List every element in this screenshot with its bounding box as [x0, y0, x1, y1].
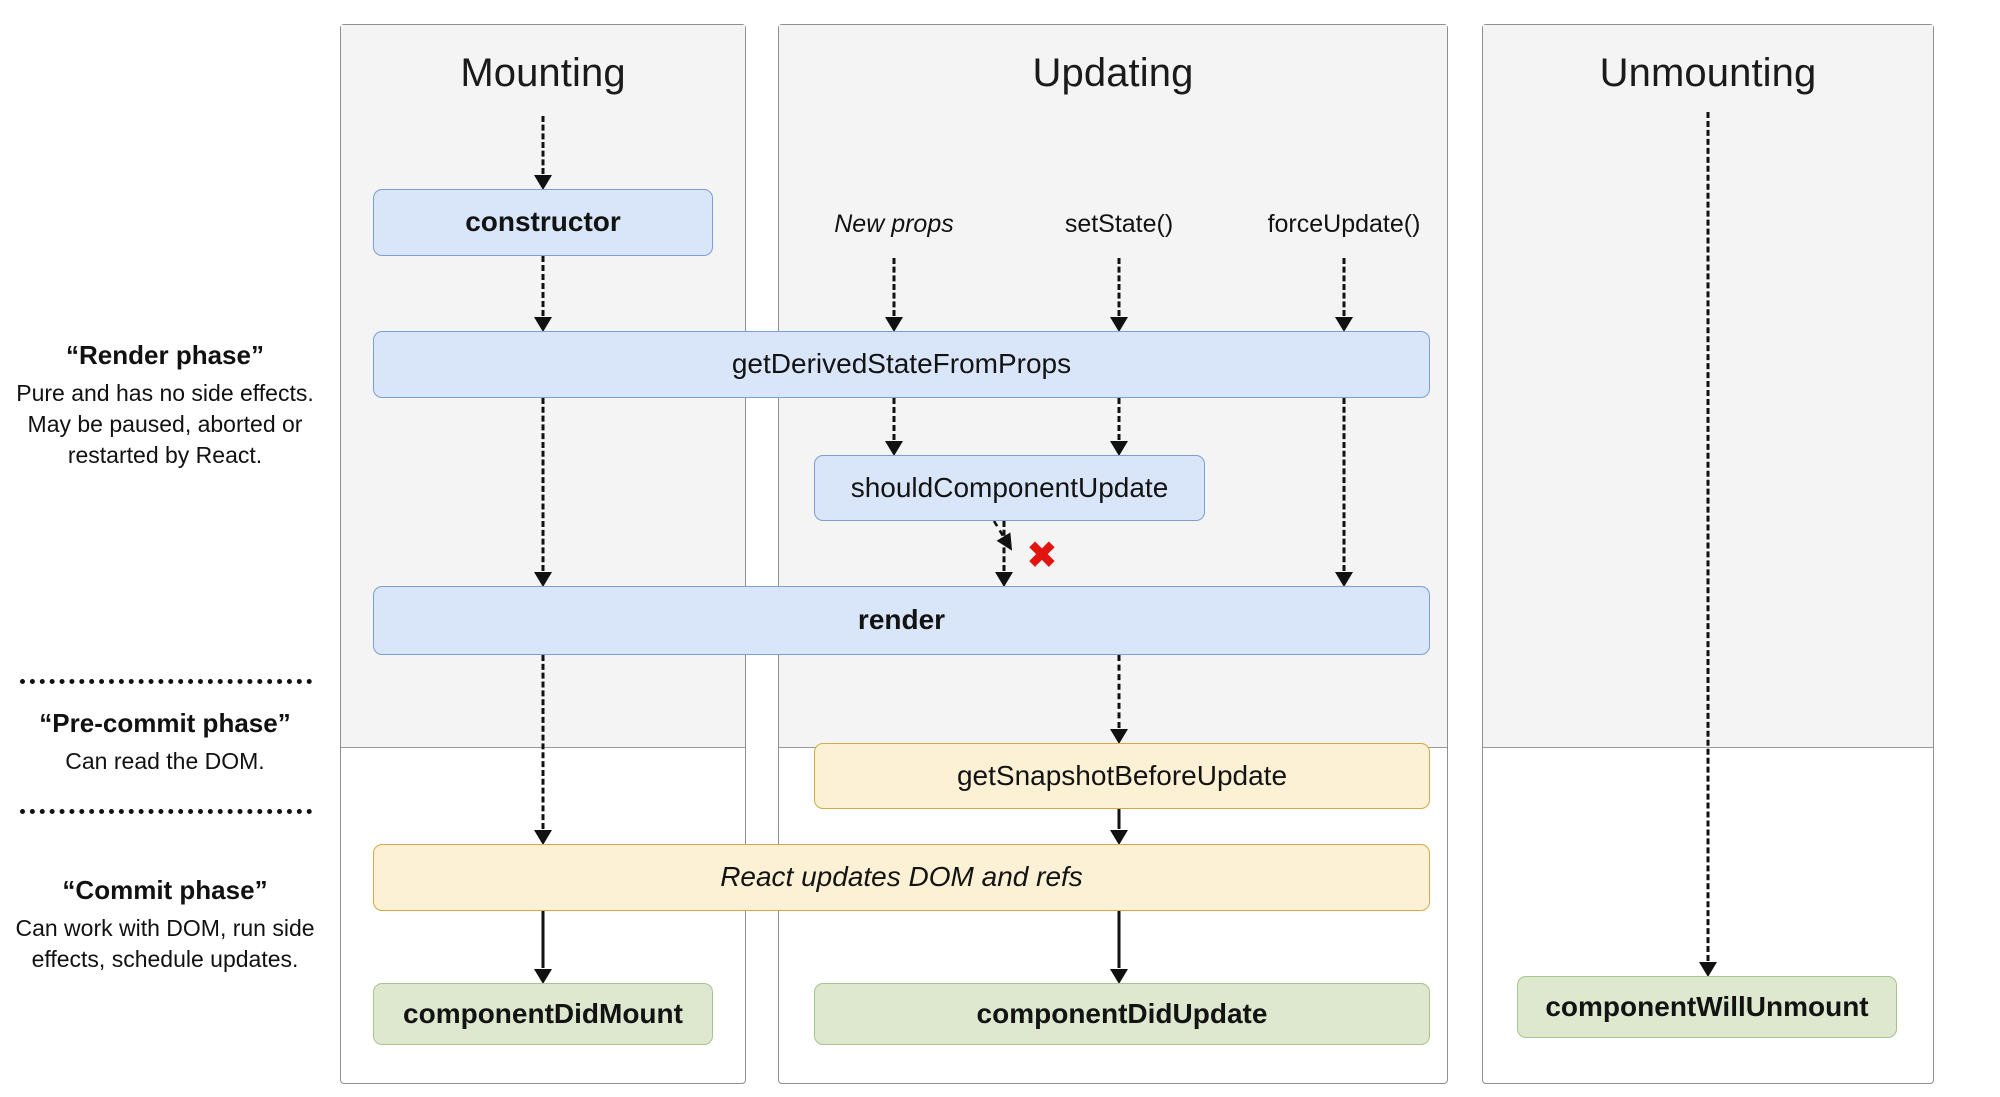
node-render[interactable]: render [373, 586, 1430, 655]
arrow-unmounting-start-to-component-will-unmount [1698, 112, 1718, 977]
arrow-get-derived-state-to-should-update-state [1109, 398, 1129, 456]
node-component-did-mount-label: componentDidMount [403, 997, 683, 1029]
arrow-mounting-start-to-constructor [533, 116, 553, 190]
trigger-new-props: New props [834, 210, 954, 238]
arrow-react-updates-to-component-did-mount [533, 911, 553, 984]
phase-render-title: “Render phase” [66, 340, 264, 370]
arrow-should-update-bail-out [992, 520, 1013, 551]
arrow-react-updates-to-component-did-update [1109, 911, 1129, 984]
node-constructor[interactable]: constructor [373, 189, 713, 256]
arrow-constructor-to-get-derived-state [533, 256, 553, 332]
arrow-force-update-to-get-derived-state [1334, 258, 1354, 332]
arrow-set-state-to-get-derived-state [1109, 258, 1129, 332]
arrow-render-to-get-snapshot [1109, 655, 1129, 744]
node-render-label: render [857, 604, 946, 636]
phase-render-description: Pure and has no side effects. May be pau… [16, 380, 314, 468]
arrow-force-update-bypass-to-render [1334, 398, 1354, 587]
trigger-force-update: forceUpdate() [1267, 210, 1421, 238]
column-updating-title: Updating [1032, 51, 1194, 95]
node-react-updates-dom-and-refs-label: React updates DOM and refs [720, 861, 1083, 893]
node-constructor-label: constructor [465, 206, 621, 238]
column-unmounting-title: Unmounting [1599, 51, 1817, 95]
trigger-set-state: setState() [1064, 210, 1174, 238]
phase-render: “Render phase” Pure and has no side effe… [10, 340, 320, 470]
phase-commit-title: “Commit phase” [62, 875, 268, 905]
phase-pre-commit-description: Can read the DOM. [65, 748, 265, 774]
phase-pre-commit: “Pre-commit phase” Can read the DOM. [10, 708, 320, 777]
node-get-snapshot-before-update[interactable]: getSnapshotBeforeUpdate [814, 743, 1430, 809]
node-component-will-unmount-label: componentWillUnmount [1545, 990, 1869, 1022]
phase-pre-commit-title: “Pre-commit phase” [39, 708, 291, 738]
node-should-component-update[interactable]: shouldComponentUpdate [814, 455, 1205, 521]
arrow-get-derived-state-to-render-mounting [533, 398, 553, 587]
node-component-did-update[interactable]: componentDidUpdate [814, 983, 1430, 1045]
node-get-derived-state-from-props-label: getDerivedStateFromProps [731, 348, 1072, 380]
arrow-new-props-to-get-derived-state [884, 258, 904, 332]
arrow-get-derived-state-to-should-update-props [884, 398, 904, 456]
bail-out-x-icon: ✖ [1026, 533, 1058, 577]
node-react-updates-dom-and-refs[interactable]: React updates DOM and refs [373, 844, 1430, 911]
node-get-derived-state-from-props[interactable]: getDerivedStateFromProps [373, 331, 1430, 398]
phase-divider-top [20, 679, 312, 684]
node-get-snapshot-before-update-label: getSnapshotBeforeUpdate [956, 759, 1288, 791]
phase-commit-description: Can work with DOM, run side effects, sch… [15, 915, 315, 972]
node-component-will-unmount[interactable]: componentWillUnmount [1517, 976, 1897, 1038]
phase-commit: “Commit phase” Can work with DOM, run si… [10, 875, 320, 975]
node-should-component-update-label: shouldComponentUpdate [850, 471, 1169, 503]
column-mounting-title: Mounting [460, 51, 626, 95]
phase-divider-bottom [20, 809, 312, 814]
node-component-did-update-label: componentDidUpdate [976, 997, 1268, 1029]
node-component-did-mount[interactable]: componentDidMount [373, 983, 713, 1045]
arrow-render-to-react-updates-mounting [533, 655, 553, 845]
